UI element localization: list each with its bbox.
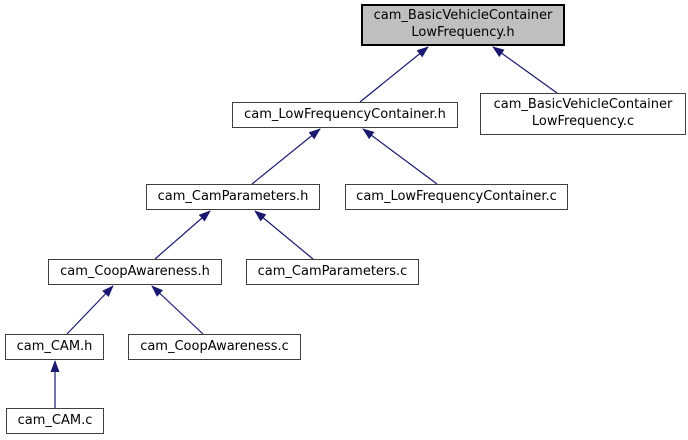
edge-cam_LowFrequencyContainer.c-to-cam_LowFrequencyContainer.h: [362, 128, 438, 185]
edge-cam_CamParameters.c-to-cam_CamParameters.h: [254, 210, 314, 260]
edge-cam_BasicVehicleContainerLowFrequency.c-to-cam_BasicVehicleContainerLowFrequency.h: [492, 46, 558, 94]
node-cam-cam-parameters-h[interactable]: cam_CamParameters.h: [146, 184, 320, 210]
edge-cam_CoopAwareness.h-to-cam_CamParameters.h: [154, 210, 211, 260]
node-cam-coop-awareness-h[interactable]: cam_CoopAwareness.h: [48, 259, 222, 285]
node-cam-low-frequency-container-h[interactable]: cam_LowFrequencyContainer.h: [232, 102, 458, 128]
edge-cam_LowFrequencyContainer.h-to-cam_BasicVehicleContainerLowFrequency.h: [359, 46, 429, 103]
node-cam-cam-parameters-c[interactable]: cam_CamParameters.c: [246, 259, 419, 285]
node-cam-basic-vehicle-container-low-frequency-h[interactable]: cam_BasicVehicleContainer LowFrequency.h: [361, 4, 565, 46]
edge-cam_CamParameters.h-to-cam_LowFrequencyContainer.h: [251, 128, 321, 185]
node-cam-cam-c[interactable]: cam_CAM.c: [6, 408, 104, 434]
node-cam-cam-h[interactable]: cam_CAM.h: [5, 334, 104, 360]
node-cam-coop-awareness-c[interactable]: cam_CoopAwareness.c: [128, 334, 301, 360]
edge-cam_CAM.h-to-cam_CoopAwareness.h: [66, 285, 114, 335]
node-cam-low-frequency-container-c[interactable]: cam_LowFrequencyContainer.c: [345, 184, 568, 210]
edge-cam_CoopAwareness.c-to-cam_CoopAwareness.h: [151, 285, 204, 335]
node-cam-basic-vehicle-container-low-frequency-c[interactable]: cam_BasicVehicleContainer LowFrequency.c: [480, 93, 686, 135]
